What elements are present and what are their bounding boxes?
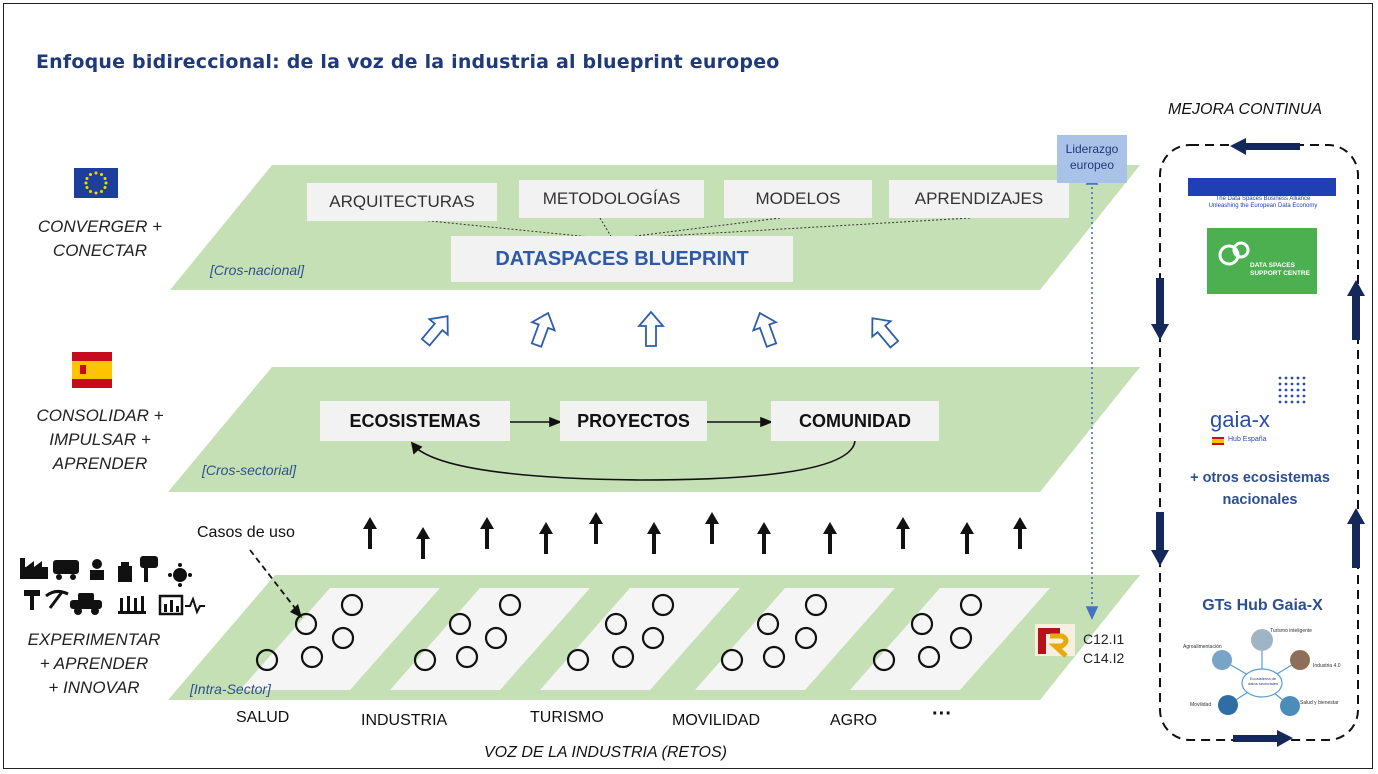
device-icon xyxy=(118,562,132,582)
leadership-line2: europeo xyxy=(1069,158,1115,172)
mejora-continua-title: MEJORA CONTINUA xyxy=(1168,101,1323,118)
hub-item-salud: Salud y bienestar xyxy=(1300,700,1339,706)
gts-hub-title: GTs Hub Gaia-X xyxy=(1202,597,1323,614)
other-ecosystems-line1: + otros ecosistemas xyxy=(1190,470,1330,486)
sector-movilidad: MOVILIDAD xyxy=(672,712,761,729)
crops-icon xyxy=(118,596,146,614)
sector-salud: SALUD xyxy=(236,709,290,726)
tag-cros-sectorial: [Cros-sectorial] xyxy=(202,462,297,478)
level-middle-label: CONSOLIDAR + IMPULSAR + APRENDER xyxy=(20,404,180,476)
dsba-logo-text: The Data Spaces Business Alliance Unleas… xyxy=(1190,196,1336,210)
gaia-x-hub-text: Hub España xyxy=(1228,436,1267,443)
level-top-label-line2: CONECTAR xyxy=(52,241,148,260)
hand-icon xyxy=(140,556,158,582)
box-proyectos: PROYECTOS xyxy=(560,401,707,441)
dsba-dots-pattern xyxy=(1188,178,1336,196)
spain-flag-icon xyxy=(72,352,112,388)
level-top-label-line1: CONVERGER + xyxy=(37,217,163,236)
sector-industria: INDUSTRIA xyxy=(361,712,448,729)
factory-icon xyxy=(20,558,48,579)
hub-network-graphic xyxy=(1212,629,1310,716)
level-bottom-label: EXPERIMENTAR + APRENDER + INNOVAR xyxy=(14,628,174,700)
use-cases-label: Casos de uso xyxy=(197,524,295,541)
dssc-line2: SUPPORT CENTRE xyxy=(1250,270,1310,277)
upward-arrows-black xyxy=(363,512,1027,559)
recovery-plan-logo xyxy=(1035,624,1075,658)
box-arquitecturas: ARQUITECTURAS xyxy=(307,183,497,221)
other-ecosystems: + otros ecosistemas nacionales xyxy=(1170,467,1350,511)
pickaxe-icon xyxy=(45,589,69,609)
eu-flag-icon xyxy=(74,168,118,198)
sector-tile-industria xyxy=(390,588,590,690)
box-metodologias: METODOLOGÍAS xyxy=(519,180,704,218)
sector-tile-salud xyxy=(240,588,440,690)
sector-agro: AGRO xyxy=(830,712,878,729)
program-codes: C12.I1 C14.I2 xyxy=(1083,630,1124,668)
level-bottom-label-line3: + INNOVAR xyxy=(48,678,140,697)
pulse-icon xyxy=(185,596,205,615)
loop-arrow-down-2 xyxy=(1151,512,1169,566)
loop-arrow-up-2 xyxy=(1347,508,1365,568)
gaia-x-logo-text: gaia-x xyxy=(1210,407,1270,432)
use-case-pointer xyxy=(249,549,302,618)
dsba-line2: Unleashing the European Data Economy xyxy=(1208,203,1318,209)
sector-more: ··· xyxy=(932,703,952,725)
use-case-circles xyxy=(255,593,983,672)
dssc-logo xyxy=(1207,228,1317,294)
sector-tile-turismo xyxy=(540,588,740,690)
box-ecosistemas: ECOSISTEMAS xyxy=(320,401,510,441)
drill-icon xyxy=(24,590,40,610)
gaia-x-dots-icon xyxy=(1278,376,1306,404)
loop-arrows xyxy=(1151,138,1365,747)
hub-item-industria: Industria 4.0 xyxy=(1313,663,1341,669)
slide-frame xyxy=(3,3,1373,769)
tag-intra-sector: [Intra-Sector] xyxy=(190,681,271,697)
hub-item-turismo: Turismo inteligente xyxy=(1270,628,1313,634)
code-line1: C12.I1 xyxy=(1083,631,1125,647)
convergence-lines xyxy=(399,217,971,239)
dssc-symbol-icon xyxy=(1218,241,1250,266)
virus-icon xyxy=(168,563,192,587)
level-bottom-label-line2: + APRENDER xyxy=(39,654,149,673)
loop-arrow-right xyxy=(1233,730,1293,747)
level-bottom-label-line1: EXPERIMENTAR xyxy=(27,630,161,649)
box-aprendizajes: APRENDIZAJES xyxy=(889,180,1069,218)
dataspaces-blueprint-box: DATASPACES BLUEPRINT xyxy=(451,236,793,282)
industry-icons xyxy=(20,556,205,616)
dsba-line1: The Data Spaces Business Alliance xyxy=(1215,196,1311,202)
box-comunidad: COMUNIDAD xyxy=(771,401,939,441)
slide-title: Enfoque bidireccional: de la voz de la i… xyxy=(36,51,780,73)
sector-turismo: TURISMO xyxy=(530,709,604,726)
loop-arrow-down-1 xyxy=(1151,278,1169,340)
leadership-box: Liderazgo europeo xyxy=(1057,135,1127,183)
code-line2: C14.I2 xyxy=(1083,650,1125,666)
level-middle-label-line1: CONSOLIDAR + xyxy=(36,406,164,425)
box-modelos: MODELOS xyxy=(724,180,872,218)
hub-center-label: Ecosistema de datos sectoriales xyxy=(1247,676,1278,686)
level-top-label: CONVERGER + CONECTAR xyxy=(20,215,180,263)
loop-arrow-left xyxy=(1230,138,1300,155)
train-icon xyxy=(53,560,79,580)
chart-icon xyxy=(158,594,184,616)
leadership-line1: Liderazgo xyxy=(1065,142,1119,156)
upward-arrows-outline xyxy=(420,310,900,349)
flow-arrows xyxy=(410,416,856,481)
loop-arrow-up-1 xyxy=(1347,280,1365,340)
hub-item-movilidad: Movilidad xyxy=(1190,702,1212,708)
hub-item-agro: Agroalimentación xyxy=(1183,644,1222,650)
car-icon xyxy=(70,593,102,615)
level-middle-label-line3: APRENDER xyxy=(52,454,148,473)
spain-mini-flag-icon xyxy=(1212,437,1224,445)
level-middle-label-line2: IMPULSAR + xyxy=(49,430,151,449)
tag-cros-nacional: [Cros-nacional] xyxy=(210,262,305,278)
industry-voice-footer: VOZ DE LA INDUSTRIA (RETOS) xyxy=(484,744,727,761)
nurse-icon xyxy=(90,559,104,580)
dssc-line1: DATA SPACES xyxy=(1250,262,1295,269)
other-ecosystems-line2: nacionales xyxy=(1222,492,1298,508)
dssc-logo-text: DATA SPACES SUPPORT CENTRE xyxy=(1250,262,1310,278)
